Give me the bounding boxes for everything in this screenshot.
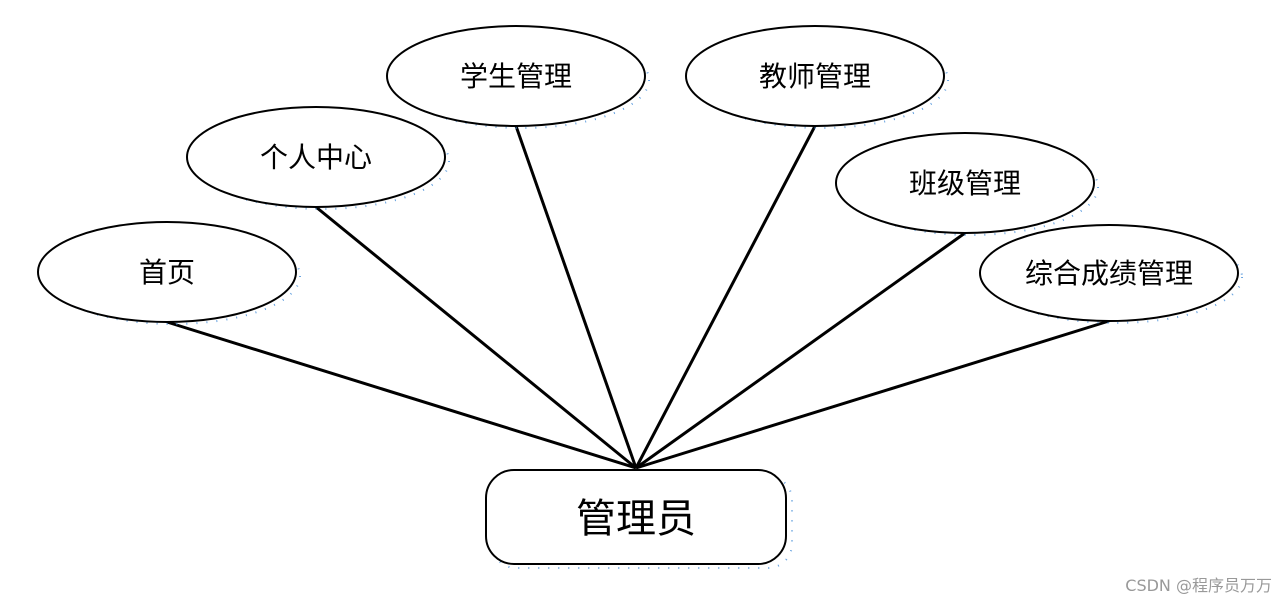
- node-ellipse: [685, 25, 945, 127]
- node-label-personal-center: 个人中心: [260, 141, 372, 174]
- node-dotted-outline: [194, 112, 450, 210]
- node-dotted-outline: [693, 31, 949, 129]
- edge-home: [166, 320, 637, 470]
- edge-class-management: [635, 231, 966, 470]
- edge-teacher-management: [634, 125, 817, 469]
- node-ellipse: [37, 221, 297, 323]
- node-label-class-management: 班级管理: [909, 167, 1021, 200]
- node-home: 首页: [37, 221, 301, 325]
- node-ellipse: [186, 106, 446, 208]
- edge-grade-management: [635, 319, 1110, 470]
- node-ellipse: [979, 224, 1239, 322]
- node-ellipse: [835, 132, 1095, 234]
- root-node: 管理员: [485, 469, 793, 569]
- node-student-management: 学生管理: [386, 25, 650, 129]
- node-class-management: 班级管理: [835, 132, 1099, 236]
- node-label-grade-management: 综合成绩管理: [1025, 257, 1193, 290]
- node-label-home: 首页: [139, 256, 195, 289]
- watermark: CSDN @程序员万万: [1125, 576, 1272, 595]
- edge-personal-center: [315, 205, 637, 470]
- node-teacher-management: 教师管理: [685, 25, 949, 129]
- node-grade-management: 综合成绩管理: [979, 224, 1243, 324]
- node-dotted-outline: [45, 227, 301, 325]
- node-label-teacher-management: 教师管理: [759, 60, 871, 93]
- edge-student-management: [514, 125, 638, 469]
- edges: [166, 125, 1110, 470]
- node-personal-center: 个人中心: [186, 106, 450, 210]
- root-box: [485, 469, 787, 565]
- root-label: 管理员: [576, 496, 696, 542]
- node-label-student-management: 学生管理: [460, 60, 572, 93]
- node-dotted-outline: [394, 31, 650, 129]
- node-dotted-outline: [843, 138, 1099, 236]
- node-ellipse: [386, 25, 646, 127]
